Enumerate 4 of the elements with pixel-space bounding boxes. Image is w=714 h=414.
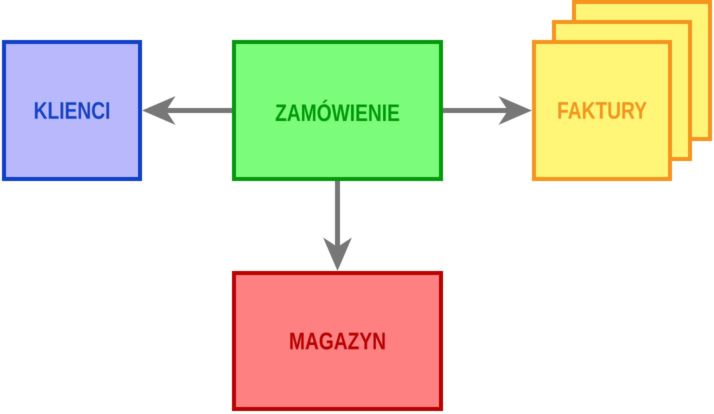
entity-box: MAGAZYN — [232, 271, 443, 411]
entity-box: KLIENCI — [2, 40, 142, 181]
document-stack: FAKTURY — [532, 0, 712, 181]
entity-box: ZAMÓWIENIE — [232, 40, 443, 181]
